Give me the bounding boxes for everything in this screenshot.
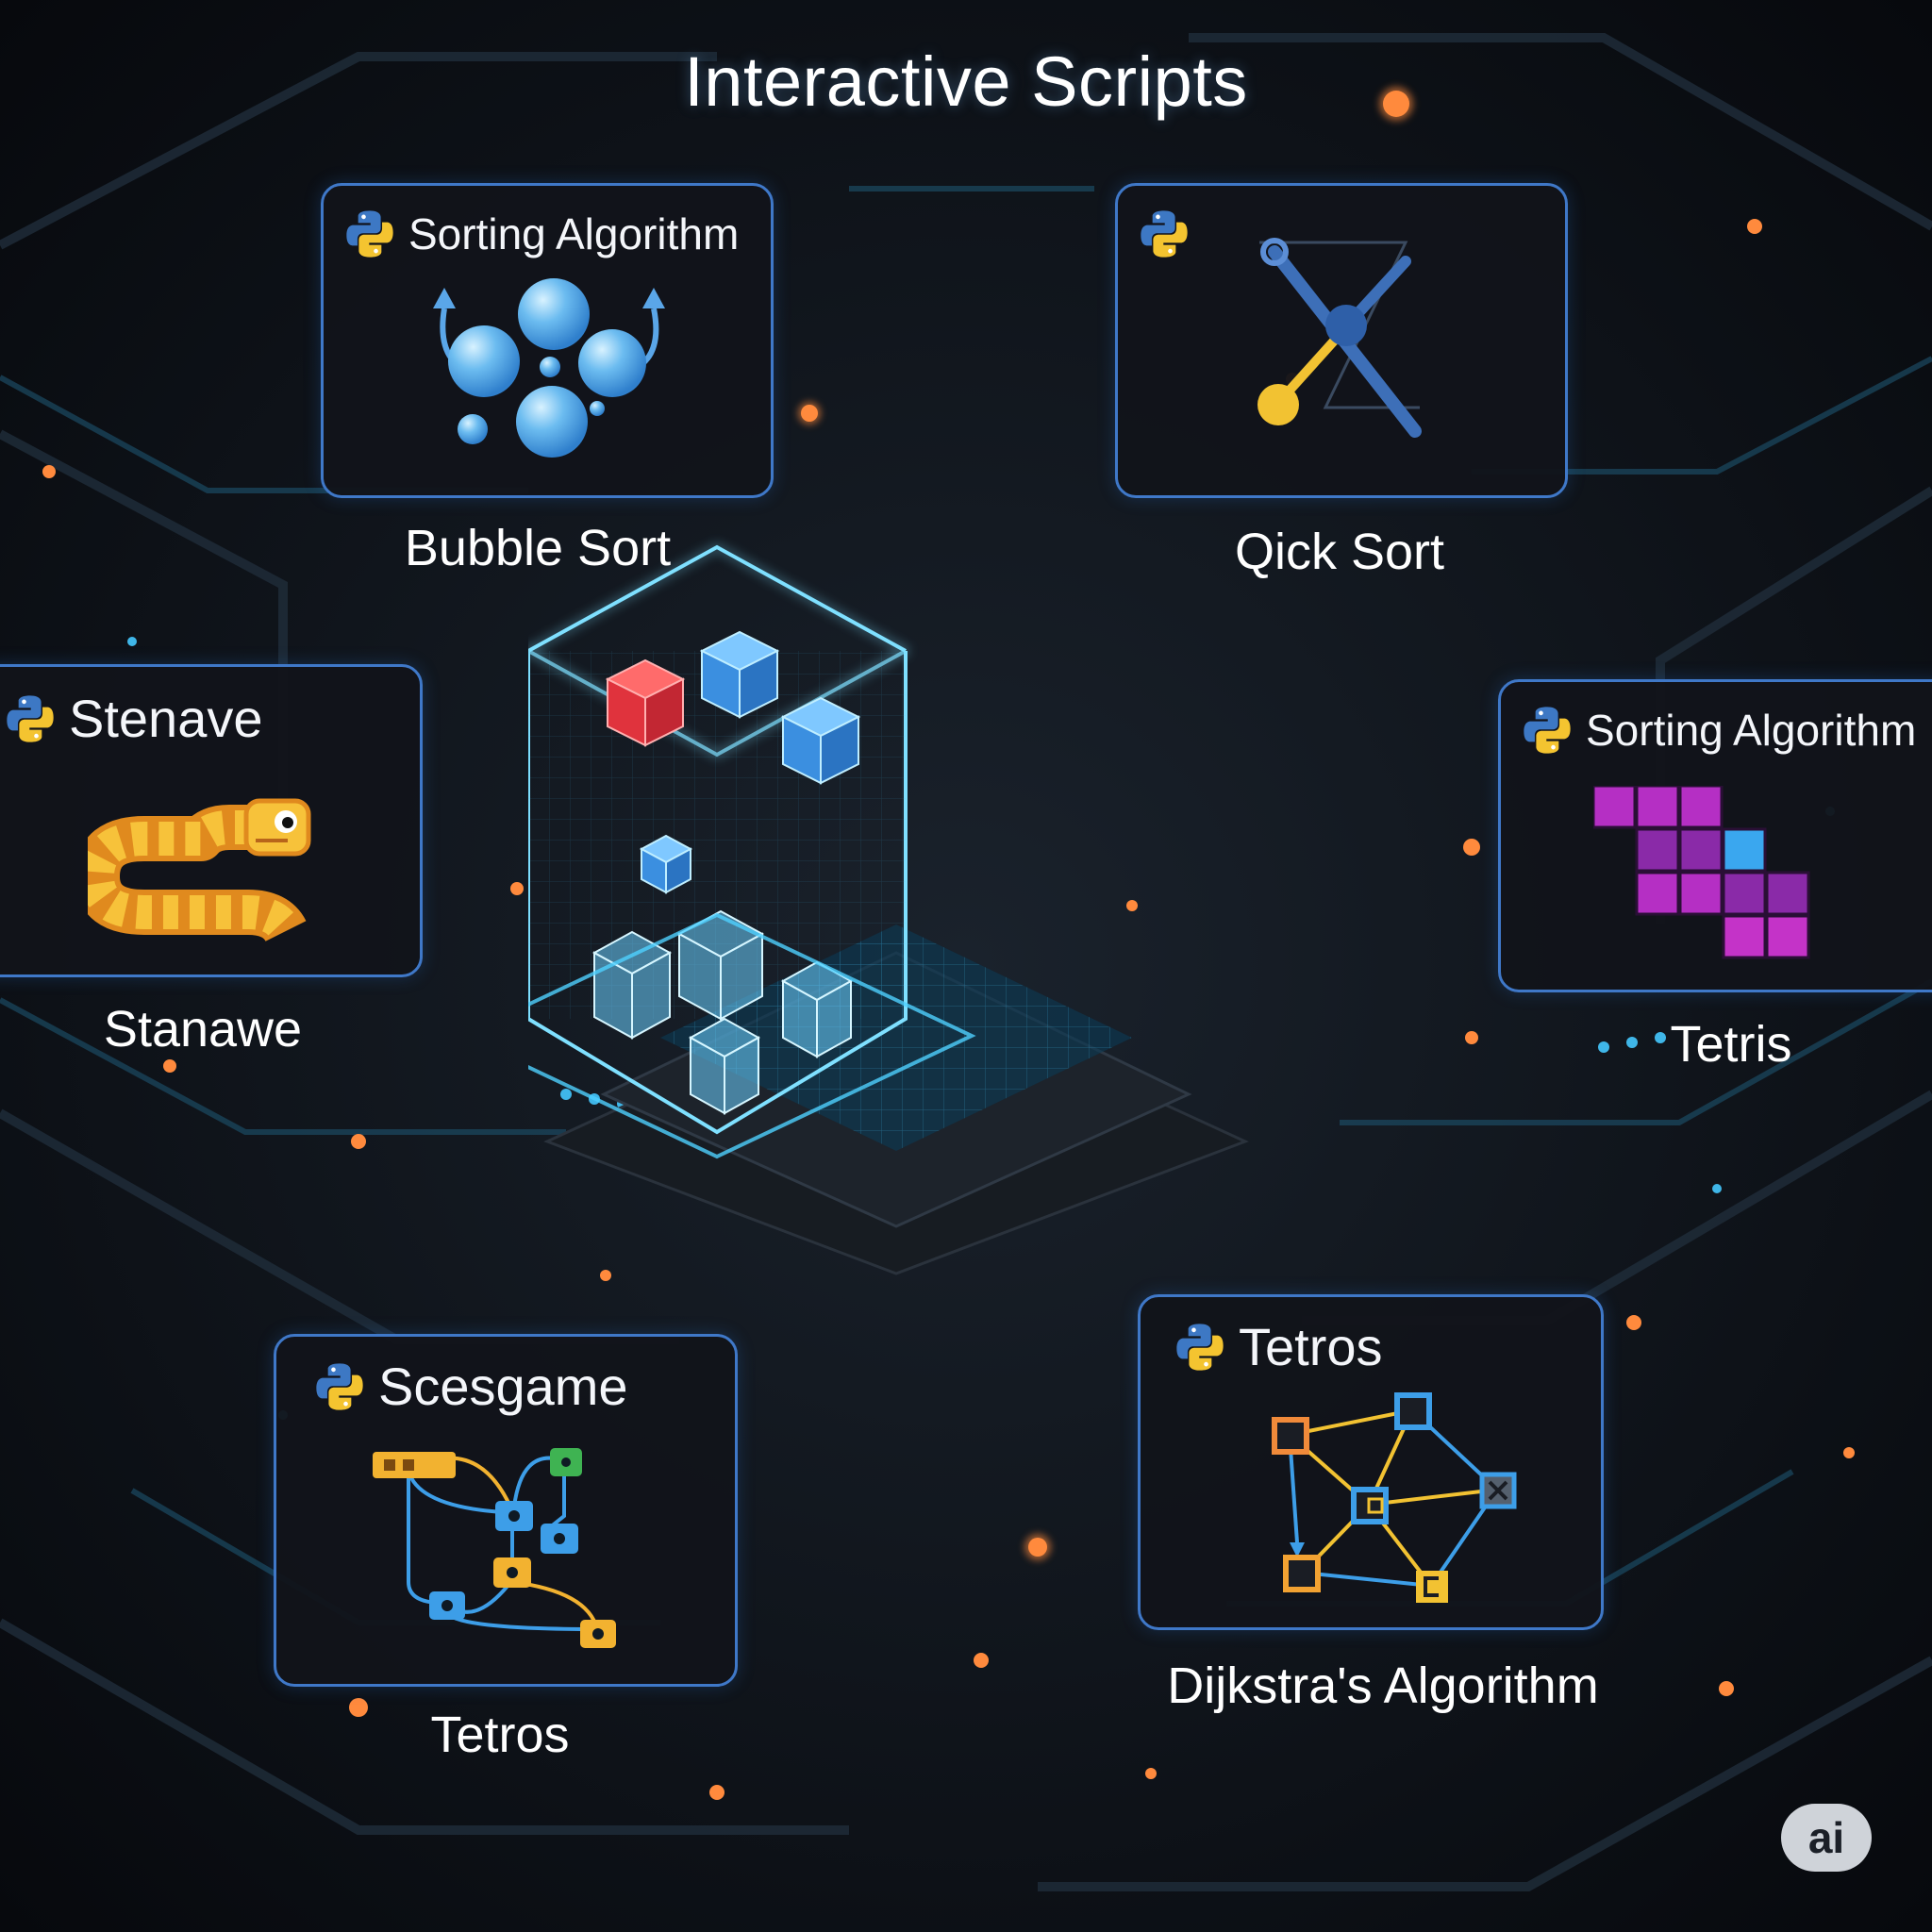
bubble-sort-caption: Bubble Sort	[404, 520, 672, 576]
page-title: Interactive Scripts	[684, 42, 1248, 121]
pivot-swap-icon	[1257, 238, 1422, 438]
tetris-card[interactable]: Sorting Algorithm	[1498, 679, 1932, 992]
card-header	[1137, 207, 1203, 261]
quick-sort-card[interactable]	[1115, 183, 1568, 498]
card-header-label: Scesgame	[378, 1357, 628, 1416]
tetris-caption: Tetris	[1670, 1016, 1792, 1073]
blue-block	[699, 630, 780, 719]
red-block	[605, 658, 686, 747]
card-header: Tetros	[1173, 1316, 1383, 1377]
snake-caption: Stanawe	[103, 1001, 303, 1058]
python-logo-icon	[346, 210, 393, 258]
python-logo-icon	[1141, 210, 1188, 258]
ai-badge-label: ai	[1807, 1813, 1845, 1862]
bubble-sort-card[interactable]: Sorting Algorithm	[321, 183, 774, 498]
python-logo-icon	[1524, 707, 1571, 754]
scesgame-card[interactable]: Scesgame	[274, 1334, 738, 1687]
python-logo-icon	[1176, 1323, 1224, 1371]
bubbles-icon	[433, 278, 665, 458]
flow-graph-icon	[373, 1448, 616, 1648]
dijkstra-caption: Dijkstra's Algorithm	[1167, 1657, 1599, 1714]
ai-badge: ai	[1781, 1804, 1872, 1872]
card-header-label: Sorting Algorithm	[408, 209, 740, 258]
python-logo-icon	[7, 694, 54, 742]
card-header: Sorting Algorithm	[342, 207, 739, 261]
dijkstra-card[interactable]: Tetros	[1138, 1294, 1604, 1630]
network-graph-icon	[1272, 1392, 1517, 1603]
python-logo-icon	[316, 1362, 363, 1410]
card-header-label: Sorting Algorithm	[1586, 706, 1917, 755]
tetromino-blocks-icon	[1593, 786, 1810, 959]
snake-card[interactable]: Stenave	[0, 664, 423, 977]
card-header: Sorting Algorithm	[1520, 703, 1916, 758]
card-header-label: Tetros	[1239, 1317, 1383, 1376]
hologram-cube-illustration	[528, 544, 1249, 1275]
scesgame-caption: Tetros	[430, 1707, 570, 1763]
card-header-label: Stenave	[69, 689, 263, 748]
snake-icon	[88, 798, 311, 943]
card-header: Stenave	[3, 688, 263, 749]
quick-sort-caption: Qick Sort	[1234, 524, 1445, 580]
card-header: Scesgame	[312, 1356, 628, 1417]
